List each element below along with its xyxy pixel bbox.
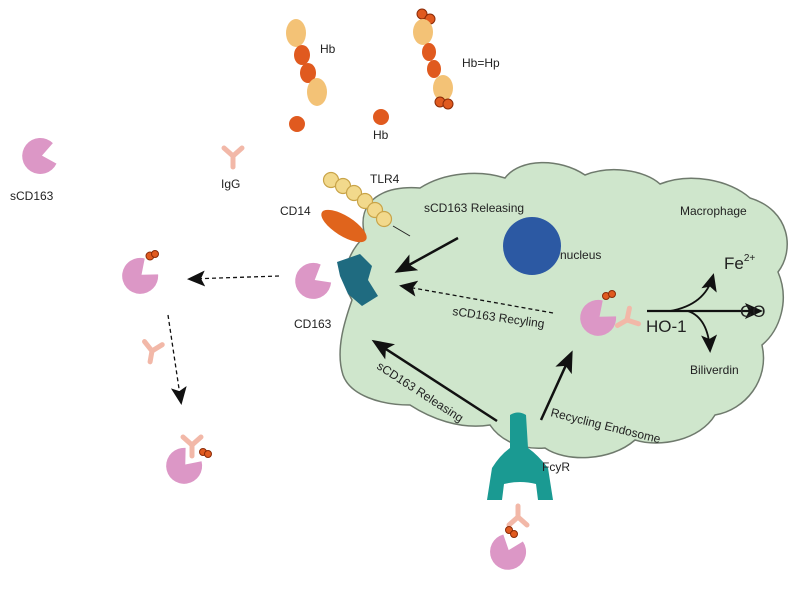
recycling-arrow <box>399 280 554 314</box>
fe-label: Fe2+ <box>724 253 755 273</box>
igg-icon-2 <box>141 342 162 364</box>
co-label: CO <box>740 302 766 321</box>
ho1-arrow-biliverdin <box>687 310 718 353</box>
scd163-fcyr <box>485 531 531 575</box>
free-heme <box>289 116 305 132</box>
shed-arrow-down <box>167 314 187 405</box>
fcyr-label: FcyR <box>542 460 570 474</box>
cd163-label: CD163 <box>294 317 332 331</box>
cd163-receptor <box>337 254 378 306</box>
hb-hp-label: Hb=Hp <box>462 56 500 70</box>
biliverdin-label: Biliverdin <box>690 363 739 377</box>
cd14-label: CD14 <box>280 204 311 218</box>
scd163-label: sCD163 <box>10 189 54 203</box>
free-heme-2 <box>373 109 389 125</box>
heme-bound-2 <box>204 450 212 458</box>
nucleus-label: nucleus <box>560 248 601 262</box>
ho1-arrow-fe <box>669 273 717 312</box>
releasing-label-top: sCD163 Releasing <box>424 201 524 215</box>
tlr4-receptor <box>322 171 393 228</box>
scd163-bound <box>288 257 335 306</box>
igg-label: IgG <box>221 177 240 191</box>
endosome-arrow <box>539 350 573 421</box>
igg-icon <box>224 148 242 167</box>
fcyr-receptor <box>487 412 553 500</box>
releasing-arrow-bottom <box>371 339 498 423</box>
heme-dot-2 <box>151 250 159 258</box>
tlr4-label: TLR4 <box>370 172 400 186</box>
hb-label: Hb <box>320 42 336 56</box>
heme-internal-2 <box>608 290 616 298</box>
igg-fcyr <box>509 506 527 525</box>
hb-free-label: Hb <box>373 128 389 142</box>
scd163-heme <box>114 252 163 302</box>
hb-molecule <box>286 19 327 106</box>
hb-hp-complex <box>413 8 454 110</box>
nucleus <box>503 217 561 275</box>
scd163-soluble <box>19 135 58 177</box>
ho1-label: HO-1 <box>646 317 687 336</box>
releasing-arrow-top <box>394 236 459 273</box>
shed-arrow-left <box>187 270 280 287</box>
macrophage-label: Macrophage <box>680 204 747 218</box>
cd14-molecule <box>321 209 367 243</box>
tlr4-pointer <box>392 225 411 237</box>
heme-fcyr-2 <box>510 530 518 538</box>
igg-bound <box>183 437 201 456</box>
macrophage-cell <box>339 161 788 459</box>
